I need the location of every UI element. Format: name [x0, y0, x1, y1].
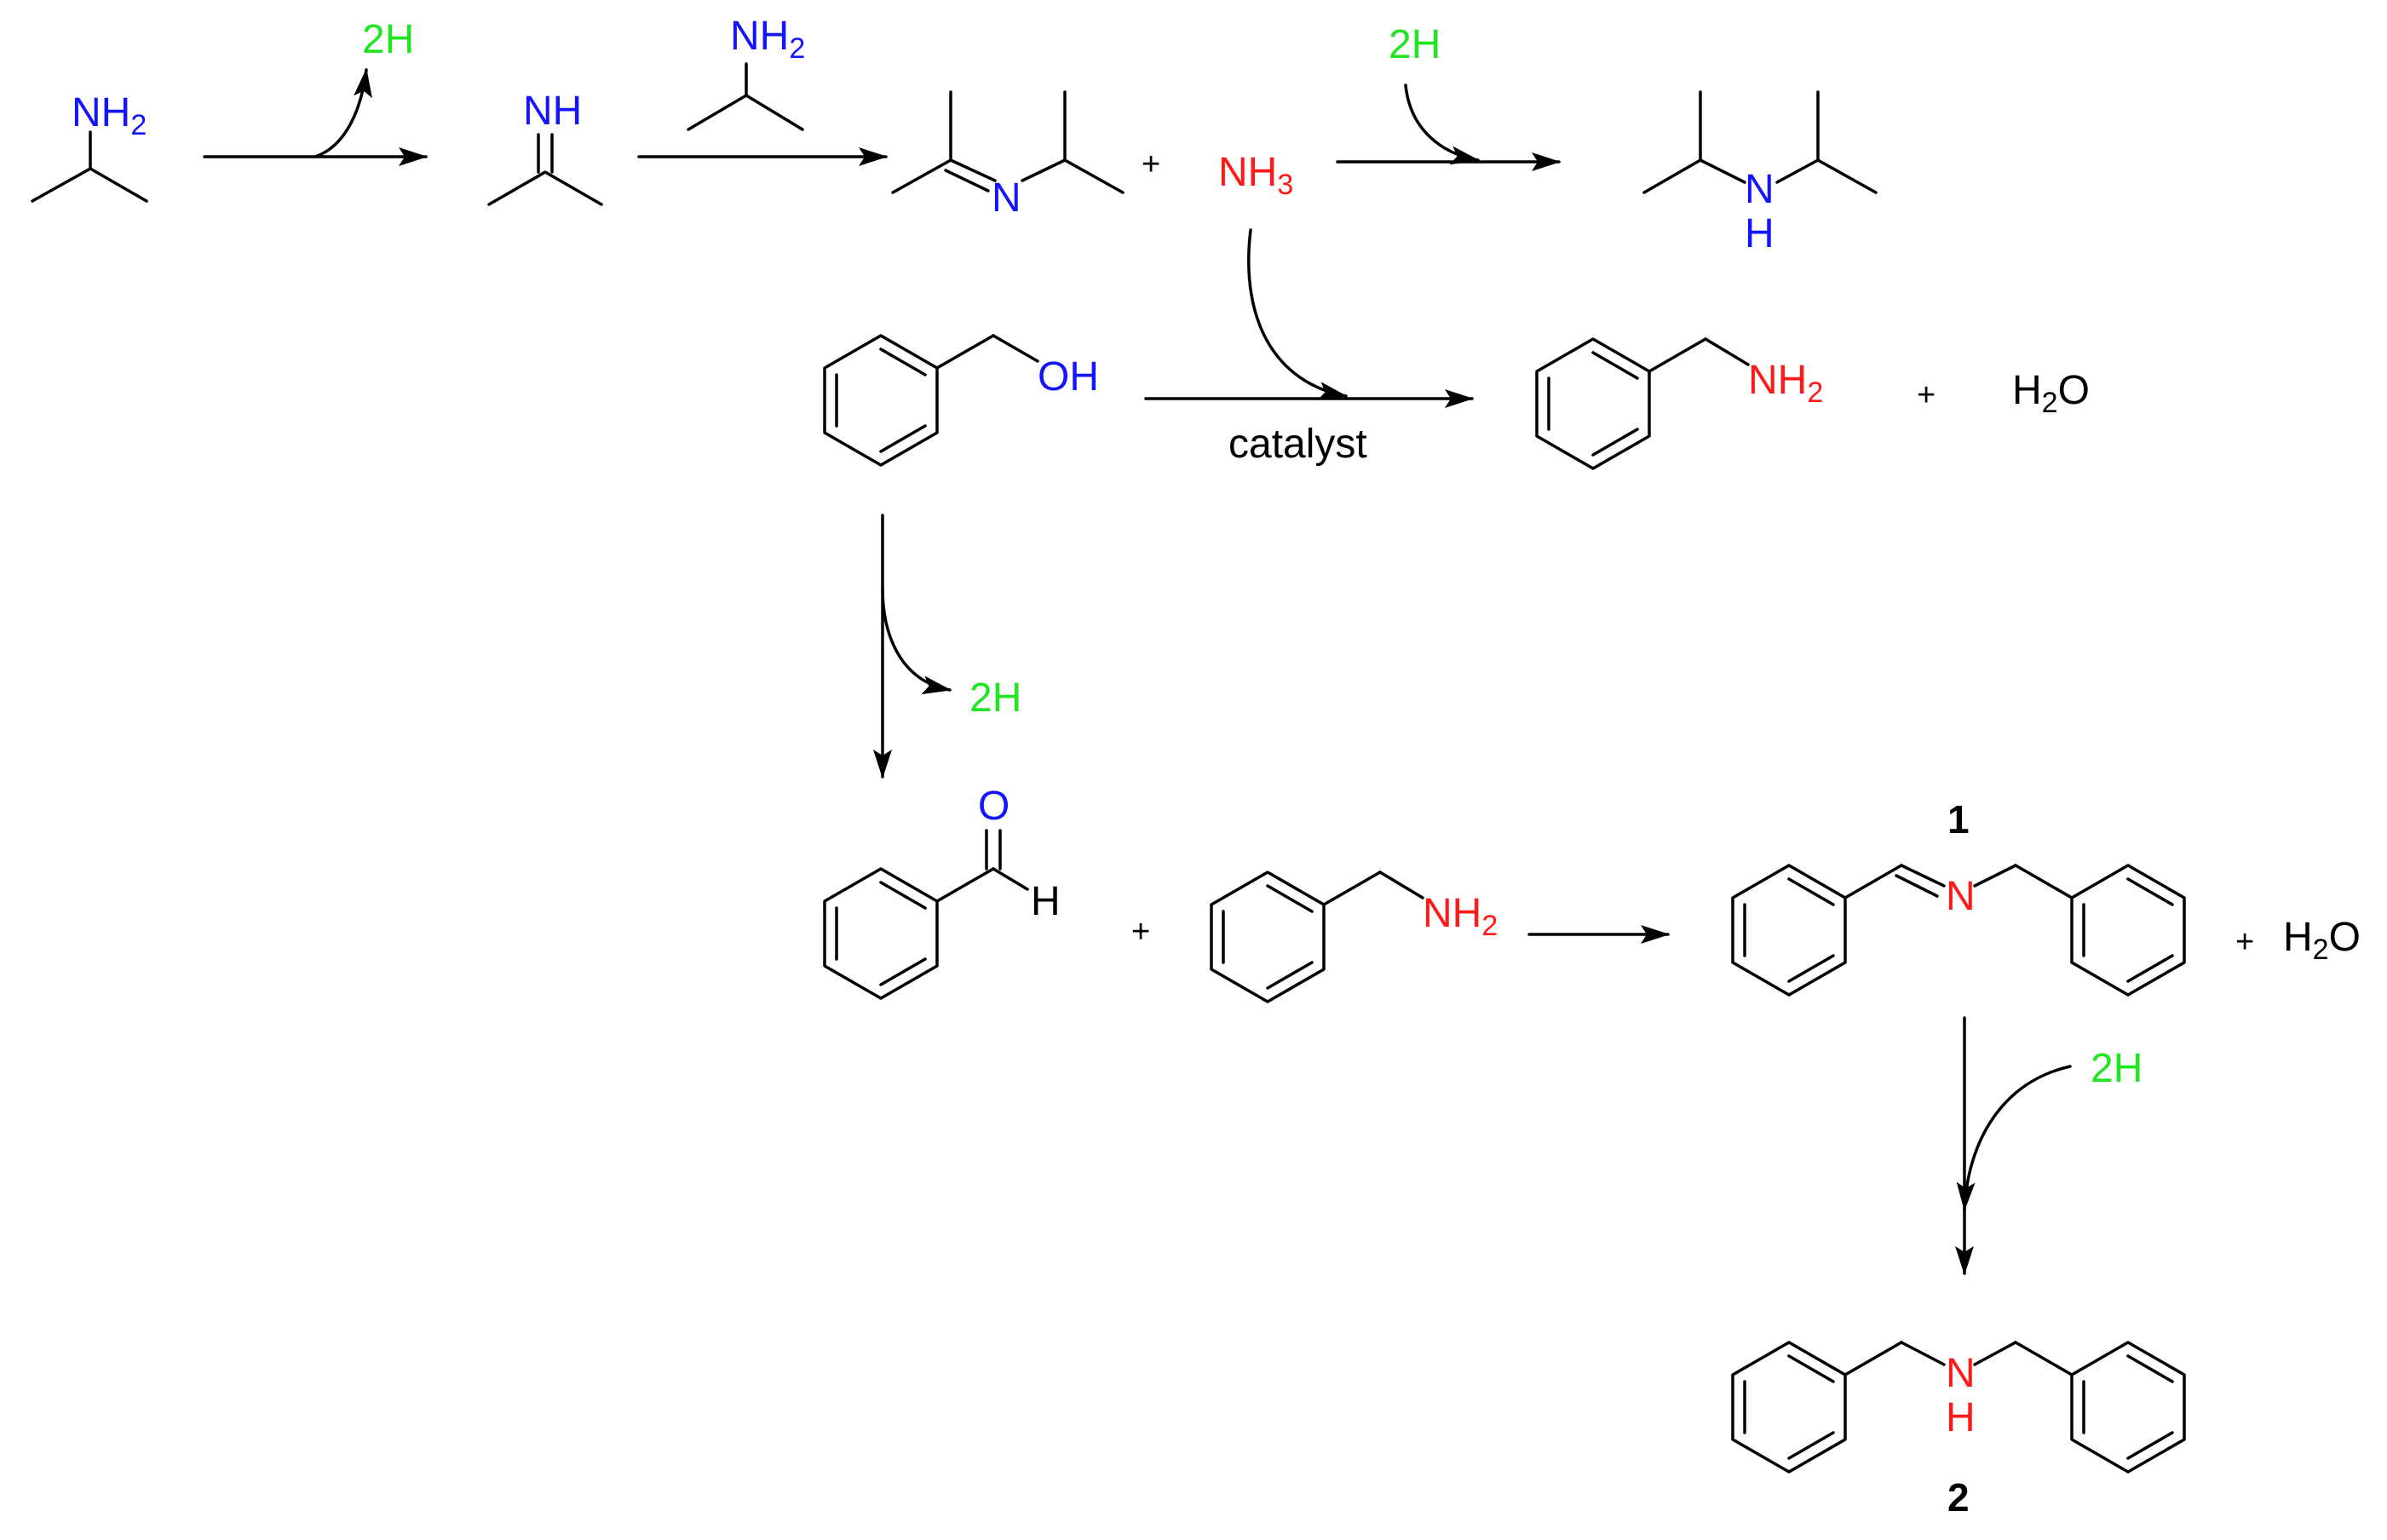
compound-2-dibenzylamine: N H 2 [1731, 1341, 2186, 1520]
plus-1: + [1142, 147, 1160, 182]
plus-2: + [1917, 377, 1935, 413]
label-n: N [1745, 167, 1774, 212]
hydrogen-released-2: 2H [969, 675, 1021, 721]
compound-number-1: 1 [1947, 797, 1970, 842]
label-n: N [1946, 1351, 1976, 1396]
plus-3: + [1131, 914, 1150, 950]
diisopropylamine: N H [1642, 90, 1878, 256]
compound-number-2: 2 [1947, 1475, 1970, 1520]
n-isopropylidene-isopropylamine: N [891, 90, 1124, 221]
benzylamine-product: NH2 [1535, 337, 1823, 470]
reagent-nh2: NH2 [730, 14, 805, 65]
benzaldehyde: O H [823, 784, 1061, 1000]
plus-4: + [2235, 924, 2254, 960]
arrow-hydrogenation-1: 2H [1336, 22, 1561, 171]
water-2: H2O [2283, 915, 2361, 966]
label-h: H [1946, 1395, 1976, 1440]
label-nh2: NH2 [1748, 358, 1823, 409]
label-nh2: NH2 [72, 90, 147, 141]
label-o: O [978, 784, 1009, 829]
benzylamine-reactant: NH2 [1210, 871, 1498, 1003]
label-n: N [992, 175, 1021, 221]
water-1: H2O [2012, 368, 2090, 419]
arrow-dehydrogenation-1: 2H [203, 17, 428, 166]
propan-2-imine: NH [487, 89, 603, 206]
label-nh2: NH2 [1423, 891, 1498, 942]
hydrogen-released-1: 2H [362, 17, 414, 62]
arrow-catalytic-amination: catalyst [1144, 228, 1474, 467]
label-h: H [1745, 211, 1774, 256]
isopropylamine: NH2 [31, 90, 148, 203]
label-h: H [1031, 879, 1061, 924]
arrow-condensation: NH2 [637, 14, 888, 166]
arrow-hydrogenation-2: 2H [1955, 1016, 2143, 1275]
label-n: N [1946, 874, 1976, 919]
ammonia: NH3 [1218, 150, 1293, 201]
label-nh: NH [523, 89, 582, 134]
compound-1-imine: N 1 [1731, 797, 2186, 997]
benzyl-alcohol: OH [823, 334, 1099, 467]
hydrogen-added-2: 2H [2091, 1046, 2143, 1091]
hydrogen-added-1: 2H [1389, 22, 1441, 67]
catalyst-label: catalyst [1228, 422, 1367, 467]
arrow-dehydrogenation-2: 2H [873, 514, 1021, 779]
label-oh: OH [1038, 354, 1099, 399]
